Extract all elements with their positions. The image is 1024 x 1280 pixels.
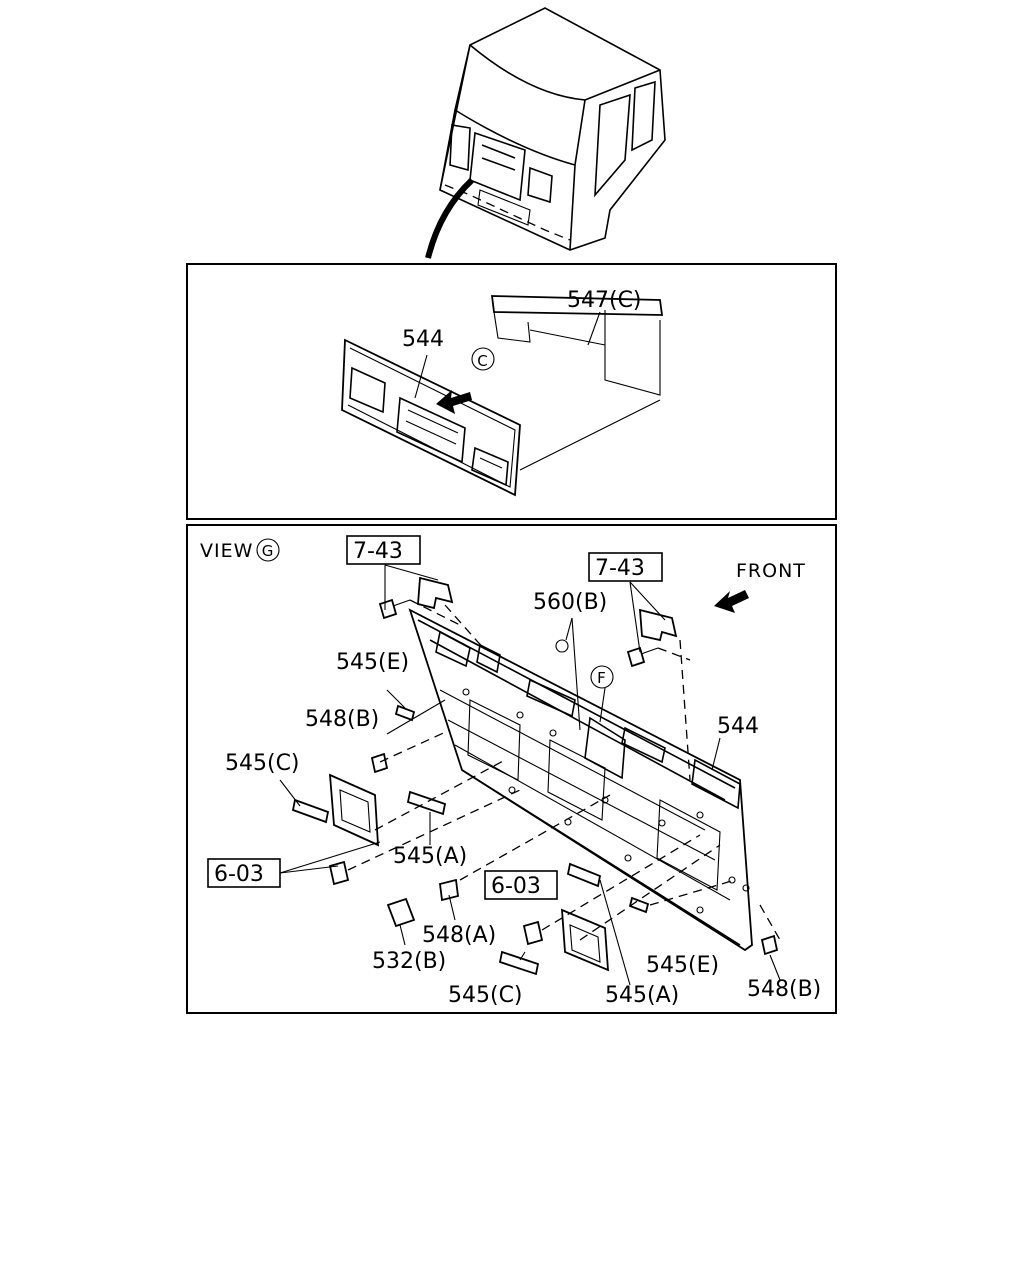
label-545a-left: 545(A) [393, 844, 467, 869]
label-560b: 560(B) [533, 590, 607, 615]
label-548a: 548(A) [422, 923, 496, 948]
label-548b-right: 548(B) [747, 977, 821, 1002]
label-544-top: 544 [402, 327, 444, 352]
bracket-6-03-left-plate [328, 773, 379, 847]
bracket-7-43-left [417, 576, 454, 610]
leader-544-top [414, 354, 428, 399]
ref-6-03-right: 6-03 [491, 874, 541, 899]
label-547c: 547(C) [567, 288, 642, 313]
ref-box-7-43-right [588, 552, 663, 582]
label-545a-bottom: 545(A) [605, 983, 679, 1008]
grille-544-back-view [408, 608, 753, 952]
direction-arrow-c [436, 390, 472, 414]
view-panel-frame [186, 524, 837, 1014]
ref-box-6-03-right [484, 870, 558, 900]
label-545c-left: 545(C) [225, 751, 300, 776]
ref-box-7-43-left [346, 535, 421, 565]
marker-c-circle [471, 347, 495, 371]
bolt-532b [386, 897, 416, 928]
bracket-7-43-right [639, 608, 678, 642]
screw-548b-left [370, 752, 389, 774]
top-panel-frame [186, 263, 837, 520]
label-532b: 532(B) [372, 949, 446, 974]
part-545e-top-clip [394, 704, 416, 722]
ref-7-43-left: 7-43 [353, 539, 403, 564]
bolt-6-03-right [522, 920, 544, 946]
part-545c-left-clip [291, 798, 330, 824]
view-marker-letter: G [262, 542, 275, 560]
bolt-7-43-left [378, 598, 411, 620]
label-544-view: 544 [717, 714, 759, 739]
view-title: VIEW [200, 540, 253, 562]
part-545e-right-clip [628, 896, 650, 914]
bracket-6-03-right-plate [560, 908, 610, 972]
marker-c-letter: C [477, 352, 488, 370]
leader-547c [587, 311, 601, 346]
ref-7-43-right: 7-43 [595, 556, 645, 581]
view-marker-circle [256, 538, 280, 562]
bolt-6-03-left [328, 860, 350, 886]
label-545e-top: 545(E) [336, 650, 409, 675]
grommet-560b [555, 639, 569, 653]
label-545e-right: 545(E) [646, 953, 719, 978]
label-548b-left: 548(B) [305, 707, 379, 732]
ref-box-6-03-left [207, 858, 281, 888]
ref-6-03-left: 6-03 [214, 862, 264, 887]
truck-cab-illustration [425, 7, 666, 259]
front-label: FRONT [736, 560, 806, 582]
screw-548b-right [760, 934, 779, 956]
marker-f-circle [590, 665, 614, 689]
part-545a-left-clip [406, 790, 447, 816]
clip-548a [439, 878, 459, 902]
front-arrow [714, 590, 749, 613]
label-545c-bottom: 545(C) [448, 983, 523, 1008]
part-545a-bottom-clip [566, 862, 602, 888]
seal-547c-part [490, 295, 664, 396]
part-545c-bottom-clip [498, 950, 540, 976]
leader-grille-to-seal [519, 399, 661, 471]
marker-f-letter: F [597, 669, 607, 687]
callout-arrow-to-grille [425, 177, 475, 259]
bolt-7-43-right [626, 646, 659, 668]
